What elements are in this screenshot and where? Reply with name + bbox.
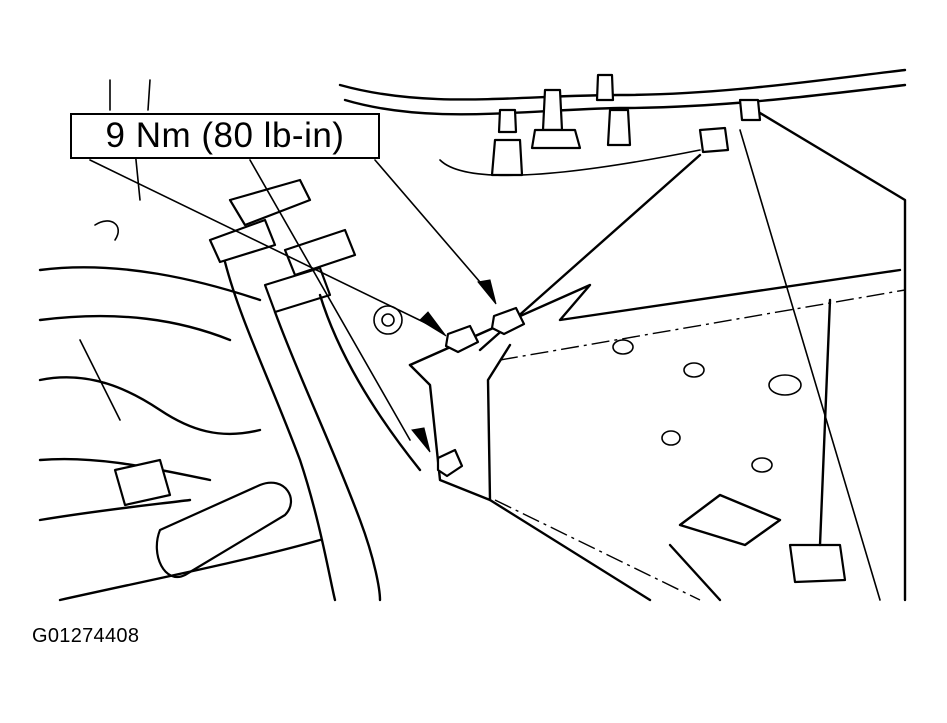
lower-block [668, 298, 847, 602]
torque-label: 9 Nm (80 lb-in) [105, 116, 345, 155]
left-wiring [38, 79, 322, 602]
bracket-nuts [436, 306, 526, 478]
arrowheads [411, 279, 497, 453]
top-hose [338, 68, 907, 177]
figure-id-label: G01274408 [32, 625, 140, 647]
mounting-holes [373, 305, 802, 473]
callout-leader-lines [89, 159, 493, 441]
torque-callout-box: 9 Nm (80 lb-in) [70, 113, 380, 159]
bracket-panel [408, 108, 907, 602]
top-studs [490, 73, 762, 177]
electrical-connectors [208, 178, 422, 602]
